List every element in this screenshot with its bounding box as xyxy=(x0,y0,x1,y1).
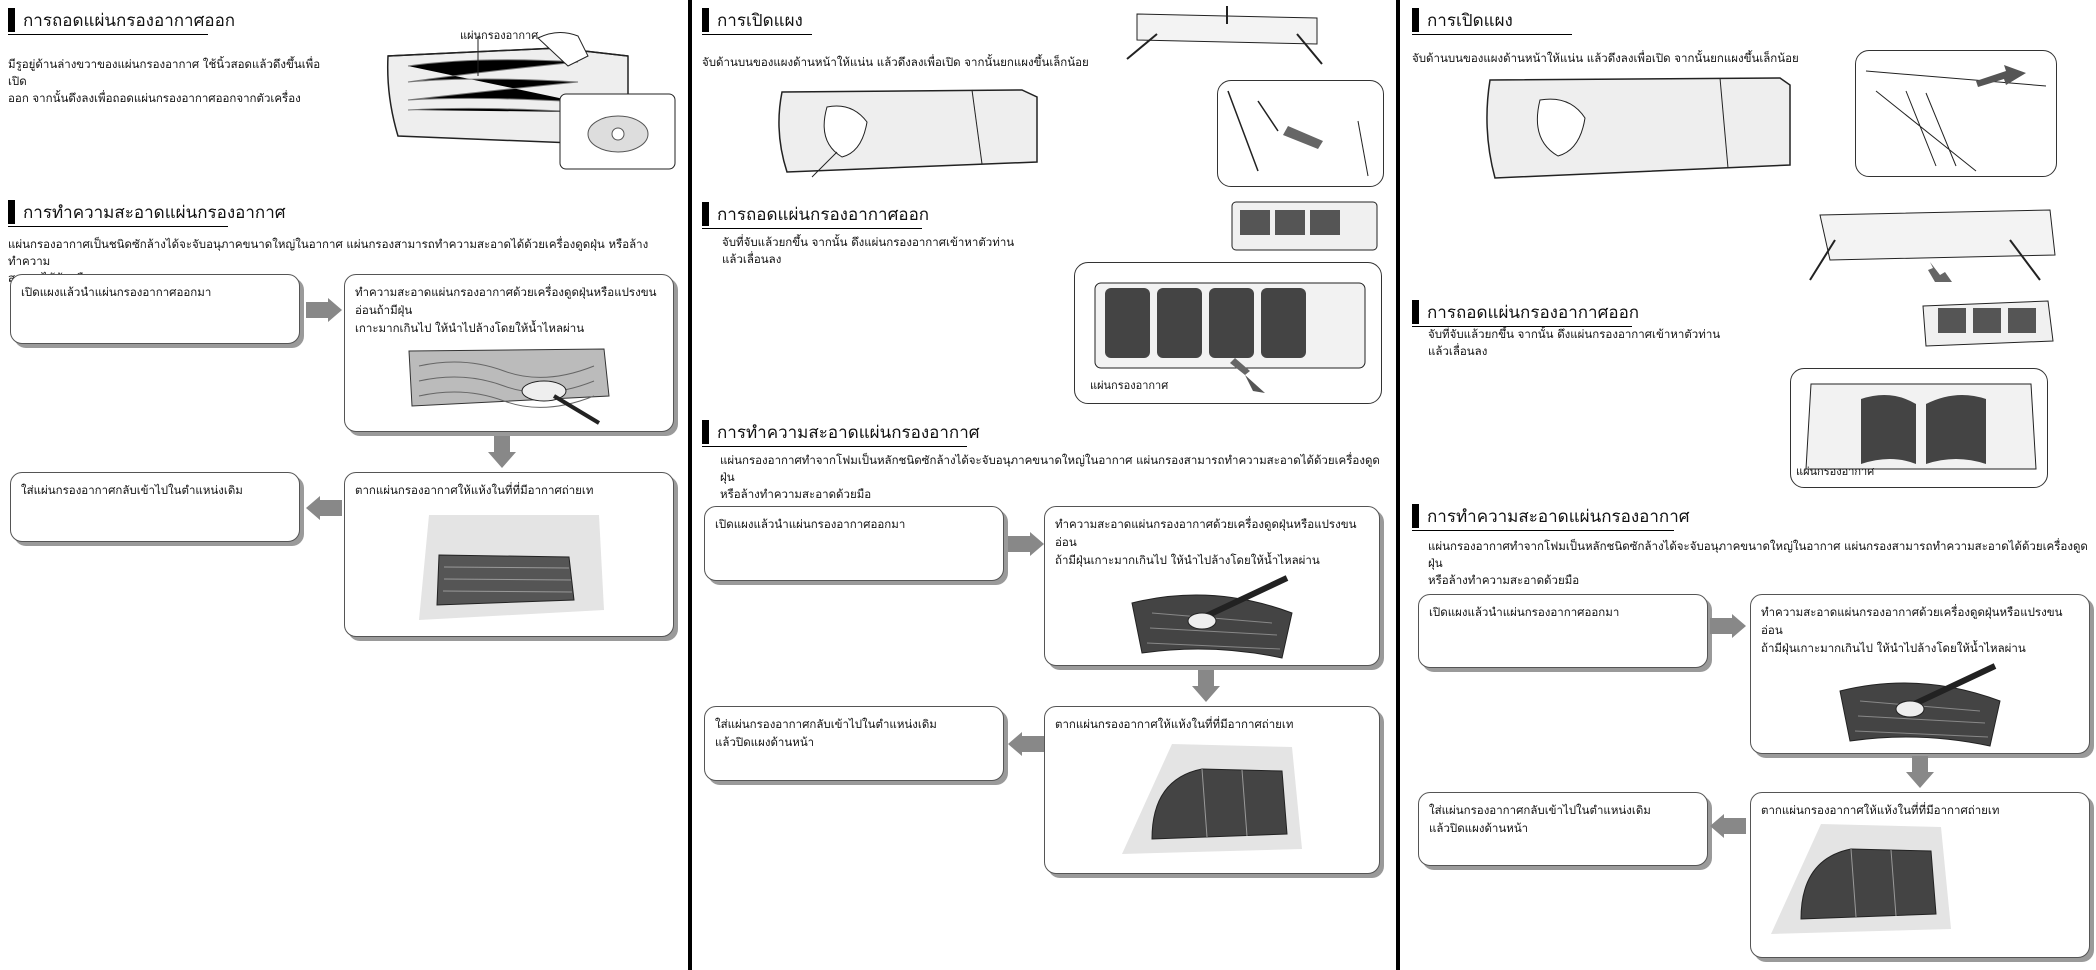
c1-remove-section: การถอดแผ่นกรองอากาศออก xyxy=(8,8,235,35)
c1-arrow-right-icon xyxy=(306,298,342,322)
c1-step1-text: เปิดแผงแล้วนำแผ่นกรองอากาศออกมา xyxy=(21,285,212,299)
c3-step3-text: ตากแผ่นกรองอากาศให้แห้งในที่ที่มีอากาศถ่… xyxy=(1761,803,2000,817)
c2-filter-pull-illustration xyxy=(1094,282,1366,393)
c1-step1-box: เปิดแผงแล้วนำแผ่นกรองอากาศออกมา xyxy=(10,274,300,344)
c2-step1-text: เปิดแผงแล้วนำแผ่นกรองอากาศออกมา xyxy=(715,517,906,531)
c3-filter-detail-frame xyxy=(1790,368,2048,488)
c3-panel-lift-illustration xyxy=(1809,209,2056,282)
c1-clean-title: การทำความสะอาดแผ่นกรองอากาศ xyxy=(8,200,286,227)
c1-step2-box: ทำความสะอาดแผ่นกรองอากาศด้วยเครื่องดูดฝุ… xyxy=(344,274,674,432)
divider-2 xyxy=(1396,0,1400,970)
c3-ac-open-illustration xyxy=(1486,77,1791,179)
c3-arrow-left-icon xyxy=(1710,814,1746,838)
c1-step3-text: ตากแผ่นกรองอากาศให้แห้งในที่ที่มีอากาศถ่… xyxy=(355,483,594,497)
c3-clean-title: การทำความสะอาดแผ่นกรองอากาศ xyxy=(1412,504,1690,531)
column-2: การเปิดแผง จับด้านบนของแผงด้านหน้าให้แน่… xyxy=(692,0,1392,970)
c1-filter-label: แผ่นกรองอากาศ xyxy=(460,29,539,42)
c2-dry-filter-illustration xyxy=(1122,744,1302,854)
c2-open-title: การเปิดแผง xyxy=(702,8,812,35)
c2-open-section: การเปิดแผง xyxy=(702,8,812,35)
c3-panel-detail-frame xyxy=(1855,50,2057,177)
c2-clean-title: การทำความสะอาดแผ่นกรองอากาศ xyxy=(702,420,980,447)
c2-remove-title: การถอดแผ่นกรองอากาศออก xyxy=(702,202,929,229)
c3-ac-filters-small-illustration xyxy=(1922,300,2054,347)
c2-clean-desc: แผ่นกรองอากาศทำจากโฟมเป็นหลักชนิดซักล้าง… xyxy=(720,453,1380,501)
c3-remove-section: การถอดแผ่นกรองอากาศออก xyxy=(1412,300,1639,327)
c1-clean-section: การทำความสะอาดแผ่นกรองอากาศ xyxy=(8,200,286,227)
c2-step3-text: ตากแผ่นกรองอากาศให้แห้งในที่ที่มีอากาศถ่… xyxy=(1055,717,1294,731)
c3-clean-section: การทำความสะอาดแผ่นกรองอากาศ xyxy=(1412,504,1690,531)
c3-filter-label: แผ่นกรองอากาศ xyxy=(1796,465,1875,478)
c3-arrow-right-icon xyxy=(1710,614,1746,638)
c1-step4-box: ใส่แผ่นกรองอากาศกลับเข้าไปในตำแหน่งเดิม xyxy=(10,472,300,542)
c3-arrow-down-icon xyxy=(1906,756,1934,788)
c2-vacuum-filter-illustration xyxy=(1131,575,1293,659)
c3-remove-title: การถอดแผ่นกรองอากาศออก xyxy=(1412,300,1639,327)
c1-remove-desc: มีรูอยู่ด้านล่างขวาของแผ่นกรองอากาศ ใช้น… xyxy=(8,57,321,105)
c3-filter-pull-illustration xyxy=(1805,383,2037,470)
c1-arrow-left-icon xyxy=(306,496,342,520)
c2-clean-section: การทำความสะอาดแผ่นกรองอากาศ xyxy=(702,420,980,447)
c2-step4-box: ใส่แผ่นกรองอากาศกลับเข้าไปในตำแหน่งเดิม … xyxy=(704,706,1004,781)
c3-step1-box: เปิดแผงแล้วนำแผ่นกรองอากาศออกมา xyxy=(1418,594,1708,668)
c3-vacuum-filter-illustration xyxy=(1839,663,2001,747)
c3-open-section: การเปิดแผง xyxy=(1412,8,1572,35)
c3-step3-box: ตากแผ่นกรองอากาศให้แห้งในที่ที่มีอากาศถ่… xyxy=(1750,792,2090,958)
c1-arrow-down-icon xyxy=(488,436,516,468)
c1-step4-text: ใส่แผ่นกรองอากาศกลับเข้าไปในตำแหน่งเดิม xyxy=(21,483,243,497)
column-1: การถอดแผ่นกรองอากาศออก มีรูอยู่ด้านล่างข… xyxy=(0,0,688,970)
c1-remove-title: การถอดแผ่นกรองอากาศออก xyxy=(8,8,235,35)
c2-arrow-left-icon xyxy=(1008,732,1044,756)
c1-vacuum-filter-illustration xyxy=(408,348,610,425)
c3-step4-box: ใส่แผ่นกรองอากาศกลับเข้าไปในตำแหน่งเดิม … xyxy=(1418,792,1708,866)
c3-open-title: การเปิดแผง xyxy=(1412,8,1572,35)
c2-remove-section: การถอดแผ่นกรองอากาศออก xyxy=(702,202,929,229)
c2-filter-label: แผ่นกรองอากาศ xyxy=(1090,379,1169,392)
c3-open-desc: จับด้านบนของแผงด้านหน้าให้แน่น แล้วดึงลง… xyxy=(1412,51,1799,65)
c2-filter-detail-frame xyxy=(1074,262,1382,404)
c2-step4-text: ใส่แผ่นกรองอากาศกลับเข้าไปในตำแหน่งเดิม … xyxy=(715,717,937,749)
c3-step2-box: ทำความสะอาดแผ่นกรองอากาศด้วยเครื่องดูดฝุ… xyxy=(1750,594,2090,754)
c3-step2-text: ทำความสะอาดแผ่นกรองอากาศด้วยเครื่องดูดฝุ… xyxy=(1761,605,2063,655)
c2-step2-text: ทำความสะอาดแผ่นกรองอากาศด้วยเครื่องดูดฝุ… xyxy=(1055,517,1357,567)
c3-dry-filter-illustration xyxy=(1771,824,1951,934)
c3-remove-desc: จับที่จับแล้วยกขึ้น จากนั้น ดึงแผ่นกรองอ… xyxy=(1428,327,1721,358)
c1-step3-box: ตากแผ่นกรองอากาศให้แห้งในที่ที่มีอากาศถ่… xyxy=(344,472,674,637)
c2-panel-hinge-illustration xyxy=(1227,90,1369,177)
c1-step2-text: ทำความสะอาดแผ่นกรองอากาศด้วยเครื่องดูดฝุ… xyxy=(355,285,657,335)
c2-arrow-right-icon xyxy=(1008,532,1044,556)
c2-open-desc: จับด้านบนของแผงด้านหน้าให้แน่น แล้วดึงลง… xyxy=(702,55,1089,69)
c1-dry-filter-illustration xyxy=(419,515,604,620)
c3-step4-text: ใส่แผ่นกรองอากาศกลับเข้าไปในตำแหน่งเดิม … xyxy=(1429,803,1651,835)
c1-ac-remove-illustration xyxy=(386,32,676,170)
c2-arrow-down-icon xyxy=(1192,670,1220,702)
c2-step3-box: ตากแผ่นกรองอากาศให้แห้งในที่ที่มีอากาศถ่… xyxy=(1044,706,1380,874)
c2-panel-detail-frame xyxy=(1217,80,1384,187)
c2-ac-open-illustration xyxy=(778,89,1038,178)
c2-ac-filters-small-illustration xyxy=(1231,201,1378,251)
c2-remove-desc: จับที่จับแล้วยกขึ้น จากนั้น ดึงแผ่นกรองอ… xyxy=(722,235,1015,266)
column-3: การเปิดแผง จับด้านบนของแผงด้านหน้าให้แน่… xyxy=(1400,0,2096,970)
c2-panel-lift-illustration xyxy=(1126,6,1323,65)
c3-clean-desc: แผ่นกรองอากาศทำจากโฟมเป็นหลักชนิดซักล้าง… xyxy=(1428,539,2088,587)
c2-step1-box: เปิดแผงแล้วนำแผ่นกรองอากาศออกมา xyxy=(704,506,1004,581)
c3-step1-text: เปิดแผงแล้วนำแผ่นกรองอากาศออกมา xyxy=(1429,605,1620,619)
c3-panel-hinge-illustration xyxy=(1865,65,2047,172)
divider-1 xyxy=(688,0,692,970)
c2-step2-box: ทำความสะอาดแผ่นกรองอากาศด้วยเครื่องดูดฝุ… xyxy=(1044,506,1380,666)
